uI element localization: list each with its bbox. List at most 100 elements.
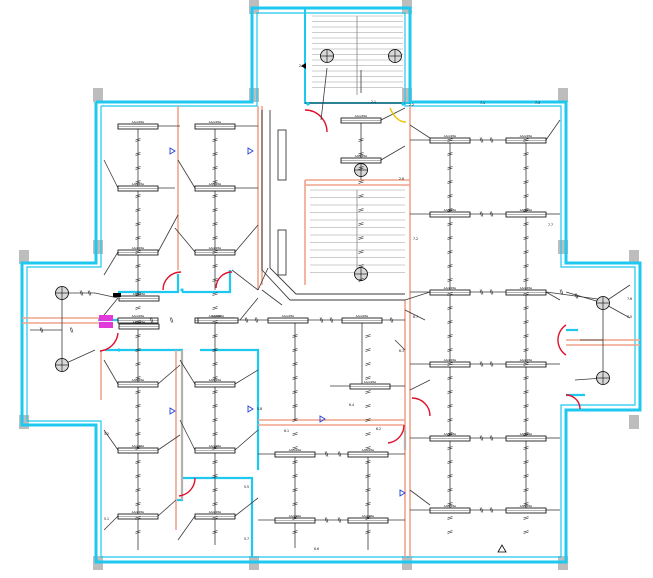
cable-tick [447,166,453,169]
cable-tick [447,419,453,422]
cable-tick [523,349,529,352]
cable-tick [447,531,453,534]
fluorescent-fixture: AA/a/28w [194,246,236,256]
circuit-label: 5.1 [104,517,109,521]
cable-tick [292,363,298,366]
junction-dot [117,348,121,352]
cable-tick [212,167,218,170]
wire-run [394,339,406,351]
fluorescent-fixture: AA/a/28w [117,444,159,454]
fluorescent-fixture: AA/a/28w [194,182,236,192]
cable-tick [212,489,218,492]
fixture-label: AA/a/28w [444,286,457,290]
cable-tick [523,194,529,197]
fluorescent-fixture: AA/a/28w [429,134,471,144]
cable-tick [523,461,529,464]
cable-tick [523,292,529,295]
cable-tick [447,307,453,310]
fixture-label: AA/a/28w [364,380,377,384]
cable-tick [41,327,44,333]
cable-tick [523,250,529,253]
circuit-label: 6.6 [314,547,319,551]
cable-tick [135,362,141,365]
cable-tick [212,517,218,520]
cable-tick [447,181,453,184]
fixture-label: AA/a/28w [444,208,457,212]
cable-tick [523,209,529,212]
cable-tick [212,460,218,463]
wire-run [103,251,119,276]
cable-tick [481,289,484,295]
cable-tick [292,419,298,422]
cable-tick [447,195,453,198]
cable-tick [212,502,218,505]
cable-tick [292,405,298,408]
column [558,240,568,254]
fixture-label: AA/a/28w [132,314,145,318]
cable-tick [365,474,371,477]
cable-tick [365,376,371,379]
cable-tick [135,475,141,478]
fixture-label: AA/a/28w [444,432,457,436]
fluorescent-fixture: AA/a/28w [429,432,471,442]
cable-tick [489,361,492,367]
cable-tick [326,451,329,457]
cable-tick [135,334,141,337]
cable-tick [212,447,218,450]
cable-tick [358,139,364,142]
wire-run [231,269,259,291]
cable-tick [447,208,453,211]
fixture-label: AA/a/28w [355,114,368,118]
cable-tick [292,530,298,533]
cable-tick [135,363,141,366]
cable-tick [135,195,141,198]
fixture-label: AA/a/28w [444,504,457,508]
cable-tick [81,290,84,296]
cable-tick [212,376,218,379]
circuit-label: 6.1 [284,429,289,433]
cable-tick [326,517,329,523]
cable-tick [292,334,298,337]
cable-tick [135,461,141,464]
cable-tick [212,180,218,183]
circuit-labels: 2.3 2.1 2.6 7.1 7.3 2.2 7.2 5.8 6.4 6.3 … [104,64,632,551]
cable-tick [489,435,492,441]
cable-tick [523,180,529,183]
cable-tick [212,292,218,295]
cable-tick [292,461,298,464]
wire-run [404,291,431,301]
circuit-label: 7.6 [627,297,632,301]
cable-tick [447,460,453,463]
cable-tick [212,194,218,197]
wire-run [177,159,196,189]
cable-tick [447,404,453,407]
cable-tick [523,334,529,337]
cable-tick [292,517,298,520]
cable-tick [135,390,141,393]
circuit-label: 7.2 [413,237,418,241]
cable-tick [358,250,364,253]
cable-tick [135,376,141,379]
yellow-arc [389,107,407,123]
fluorescent-fixture: AA/a/28w [274,448,316,458]
cable-tick [479,435,482,441]
cable-tick [135,349,141,352]
door-arc [99,332,119,352]
cable-tick [135,265,141,268]
cable-tick [365,432,371,435]
cable-tick [523,418,529,421]
cable-tick [321,317,324,323]
wire-run [103,359,119,385]
cable-tick [135,167,141,170]
fan-icon [247,405,254,413]
cable-tick [212,306,218,309]
cable-tick [447,251,453,254]
cable-tick [447,278,453,281]
cable-tick [212,446,218,449]
cable-tick [523,306,529,309]
cable-tick [523,362,529,365]
wire-run [103,429,119,451]
cable-tick [212,405,218,408]
circuit-label: 2.1 [371,100,376,104]
cable-tick [479,211,482,217]
